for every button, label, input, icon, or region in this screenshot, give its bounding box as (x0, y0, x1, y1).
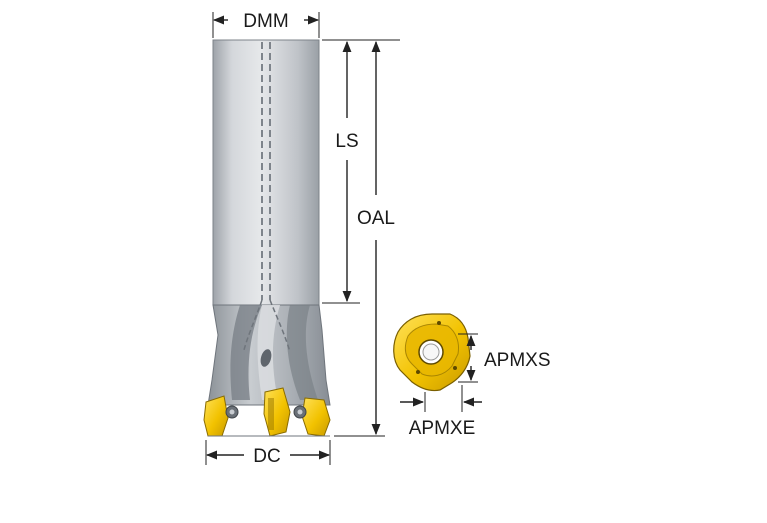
cutter-shank (212, 39, 320, 306)
dmm-label: DMM (243, 11, 288, 32)
ls-label: LS (335, 131, 358, 152)
cutter-insert-center (263, 387, 291, 437)
standalone-insert (393, 313, 471, 392)
dc-dimension: DC (205, 440, 331, 467)
dc-label: DC (253, 446, 280, 467)
apmxs-label: APMXS (484, 350, 551, 371)
apmxe-dimension: APMXE (400, 385, 482, 439)
apmxe-label: APMXE (409, 418, 476, 439)
ls-dimension: LS (322, 39, 360, 304)
oal-label: OAL (357, 208, 395, 229)
apmxs-dimension: APMXS (458, 333, 551, 383)
dmm-dimension: DMM (212, 11, 320, 38)
oal-dimension: OAL (334, 39, 400, 437)
cutter-head (207, 299, 331, 406)
